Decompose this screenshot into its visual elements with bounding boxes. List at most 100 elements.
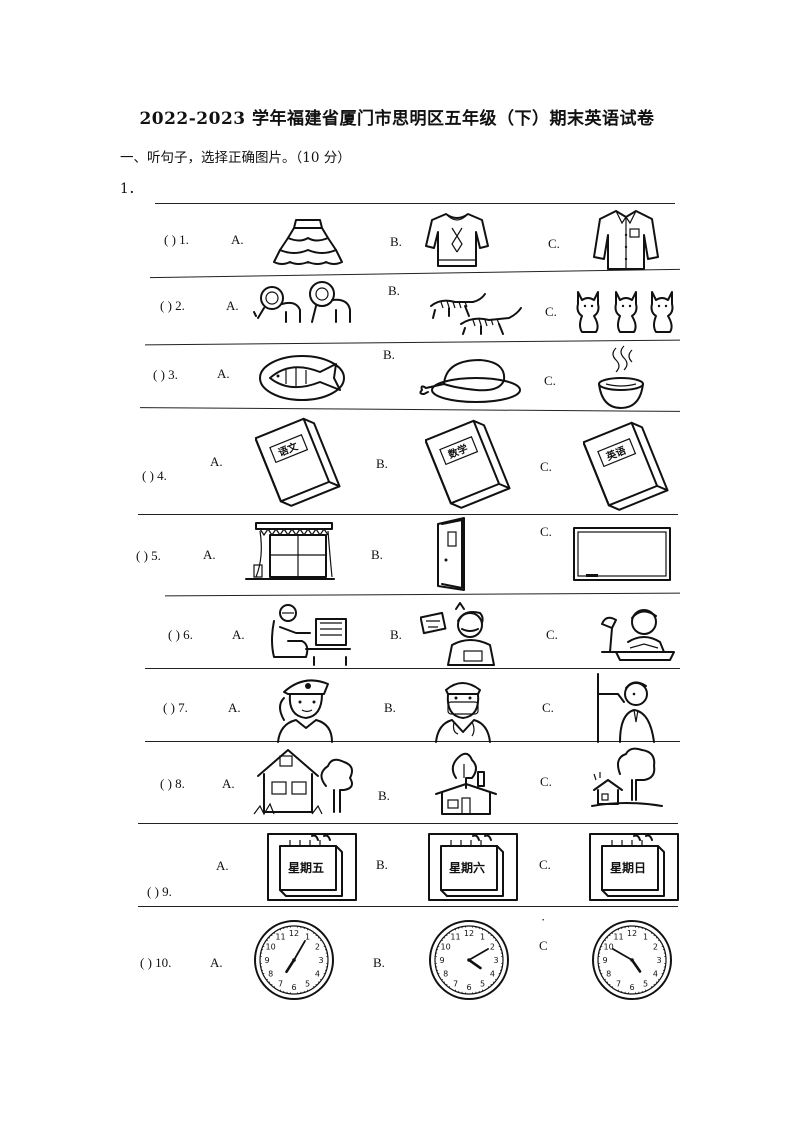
option-a-label: A.	[228, 700, 241, 715]
big-house-icon[interactable]	[252, 746, 356, 820]
hour-hand	[467, 958, 482, 970]
clock-tick	[455, 929, 457, 931]
student-icon[interactable]	[420, 601, 504, 667]
option-a-label: A.	[226, 298, 239, 313]
clock-tick	[280, 929, 282, 931]
skirt-icon[interactable]	[270, 216, 346, 266]
soup-icon[interactable]	[596, 344, 646, 414]
clock-tick	[271, 984, 273, 986]
clock-tick	[604, 978, 606, 980]
police-officer-icon[interactable]	[274, 672, 336, 744]
question-label: ( ) 8.	[160, 776, 185, 791]
fish-icon[interactable]	[256, 348, 356, 404]
clock-tick	[283, 990, 285, 992]
clock-tick	[656, 937, 658, 939]
clock-tick	[500, 952, 502, 954]
clock-tick	[663, 966, 665, 968]
clock-tick	[644, 929, 646, 931]
maths-book-icon[interactable]: 数学	[425, 416, 511, 510]
option-b-label: B.	[376, 456, 388, 471]
clock-tick	[600, 969, 602, 971]
clock-tick	[260, 956, 262, 958]
option-c-label: C.	[540, 774, 552, 789]
option-b-label: B.	[371, 547, 383, 562]
clock-tick	[290, 926, 292, 928]
clock-tick	[495, 940, 497, 942]
english-book-icon[interactable]: 英语	[583, 418, 669, 512]
option-a-label: A.	[203, 547, 216, 562]
clock-number: 7	[278, 979, 283, 988]
clock-number: 9	[264, 956, 269, 965]
clock-number: 7	[453, 979, 458, 988]
blackboard-icon[interactable]	[572, 526, 672, 584]
clock-tick	[446, 984, 448, 986]
clock-tick	[475, 927, 477, 929]
clock-tick	[261, 952, 263, 954]
reading-boy-icon[interactable]	[594, 602, 678, 666]
calendar-icon[interactable]: 星期五	[266, 832, 358, 902]
calendar-icon[interactable]: 星期日	[588, 832, 680, 902]
clock-number: 4	[315, 970, 320, 979]
lions-icon[interactable]	[252, 278, 354, 328]
tiny-house-icon[interactable]	[590, 746, 664, 812]
mark-dot: ·	[541, 912, 546, 927]
window-icon[interactable]	[244, 517, 336, 587]
clock-number: 6	[291, 983, 296, 992]
clock-number: 5	[480, 979, 485, 988]
divider	[138, 823, 678, 824]
shirt-icon[interactable]	[592, 207, 660, 271]
clock-tick	[664, 962, 666, 964]
clock-tick	[501, 956, 503, 958]
clock-number: 3	[318, 956, 323, 965]
clock-number: 5	[643, 979, 648, 988]
chicken-icon[interactable]	[416, 354, 524, 404]
teacher-icon[interactable]	[594, 672, 660, 744]
sweater-icon[interactable]	[424, 210, 490, 270]
clock-tick	[599, 966, 601, 968]
clock-tick	[325, 966, 327, 968]
clock-face	[597, 925, 667, 995]
doctor-icon[interactable]	[432, 672, 494, 744]
clock-tick	[296, 926, 298, 928]
clock-tick	[461, 927, 463, 929]
clock-tick	[644, 989, 646, 991]
option-a-label: A.	[217, 366, 230, 381]
hour-hand	[630, 958, 642, 973]
clock-tick	[437, 969, 439, 971]
calendar-icon[interactable]: 星期六	[427, 832, 519, 902]
tigers-icon[interactable]	[425, 288, 525, 336]
clock-tick	[455, 989, 457, 991]
clock-tick	[261, 966, 263, 968]
clock-tick	[498, 972, 500, 974]
clock-tick	[606, 981, 608, 983]
door-icon[interactable]	[434, 516, 468, 592]
option-a-label: A.	[232, 627, 245, 642]
clock-tick	[324, 969, 326, 971]
option-b-label: B.	[376, 857, 388, 872]
clock-tick	[653, 934, 655, 936]
small-house-icon[interactable]	[432, 748, 502, 818]
clock-tick	[306, 929, 308, 931]
clock-number: 3	[493, 956, 498, 965]
option-a-label: A.	[210, 955, 223, 970]
clock-number: 8	[443, 970, 448, 979]
clock-rim	[429, 920, 509, 1000]
clock-tick	[499, 949, 501, 951]
option-a-label: A.	[222, 776, 235, 791]
cats-icon[interactable]	[574, 286, 678, 334]
clock-tick	[481, 929, 483, 931]
clock-tick	[661, 972, 663, 974]
clock-tick	[618, 989, 620, 991]
clock-face	[259, 925, 329, 995]
clock-tick	[612, 932, 614, 934]
clock-rim	[592, 920, 672, 1000]
option-c-label: C	[539, 938, 548, 953]
clock-tick	[471, 926, 473, 928]
clock-tick	[300, 927, 302, 929]
chinese-book-icon[interactable]: 语文	[255, 414, 341, 508]
clock-tick	[609, 934, 611, 936]
computer-user-icon[interactable]	[266, 601, 352, 667]
